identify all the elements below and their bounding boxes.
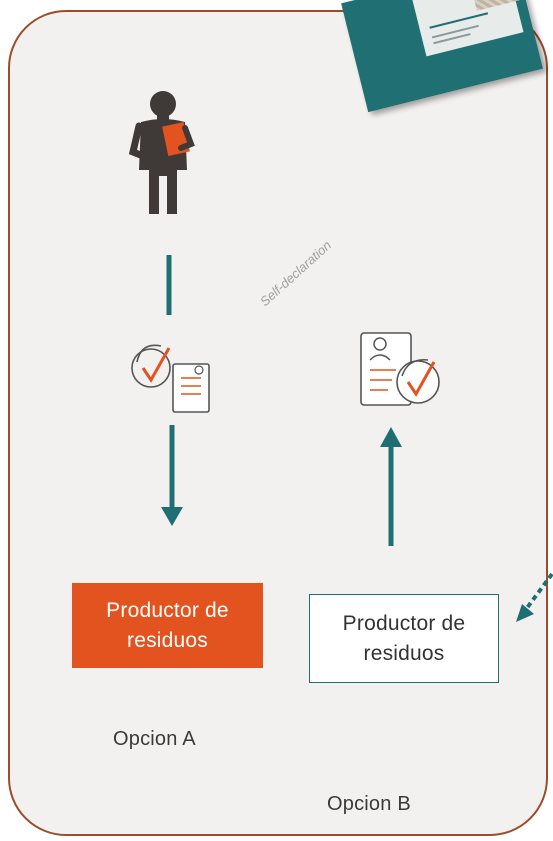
option-b-node: Productor de residuos bbox=[309, 594, 499, 683]
option-a-node: Productor de residuos bbox=[72, 583, 263, 668]
person-with-document-icon bbox=[128, 91, 195, 214]
option-b-label: Opcion B bbox=[327, 793, 411, 815]
eco-certificate-icon bbox=[131, 344, 210, 413]
dashed-arrow-incoming bbox=[516, 572, 553, 622]
option-b-node-label: Productor de residuos bbox=[342, 611, 466, 665]
connector-person-to-certificate bbox=[166, 255, 172, 315]
arrow-down-to-option-a bbox=[161, 425, 183, 526]
arrow-up-to-self-declaration bbox=[380, 427, 402, 546]
option-a-node-label: Productor de residuos bbox=[106, 598, 229, 652]
diagram-panel bbox=[8, 10, 548, 836]
option-a-label: Opcion A bbox=[113, 728, 196, 750]
self-declaration-form-icon bbox=[360, 332, 440, 406]
